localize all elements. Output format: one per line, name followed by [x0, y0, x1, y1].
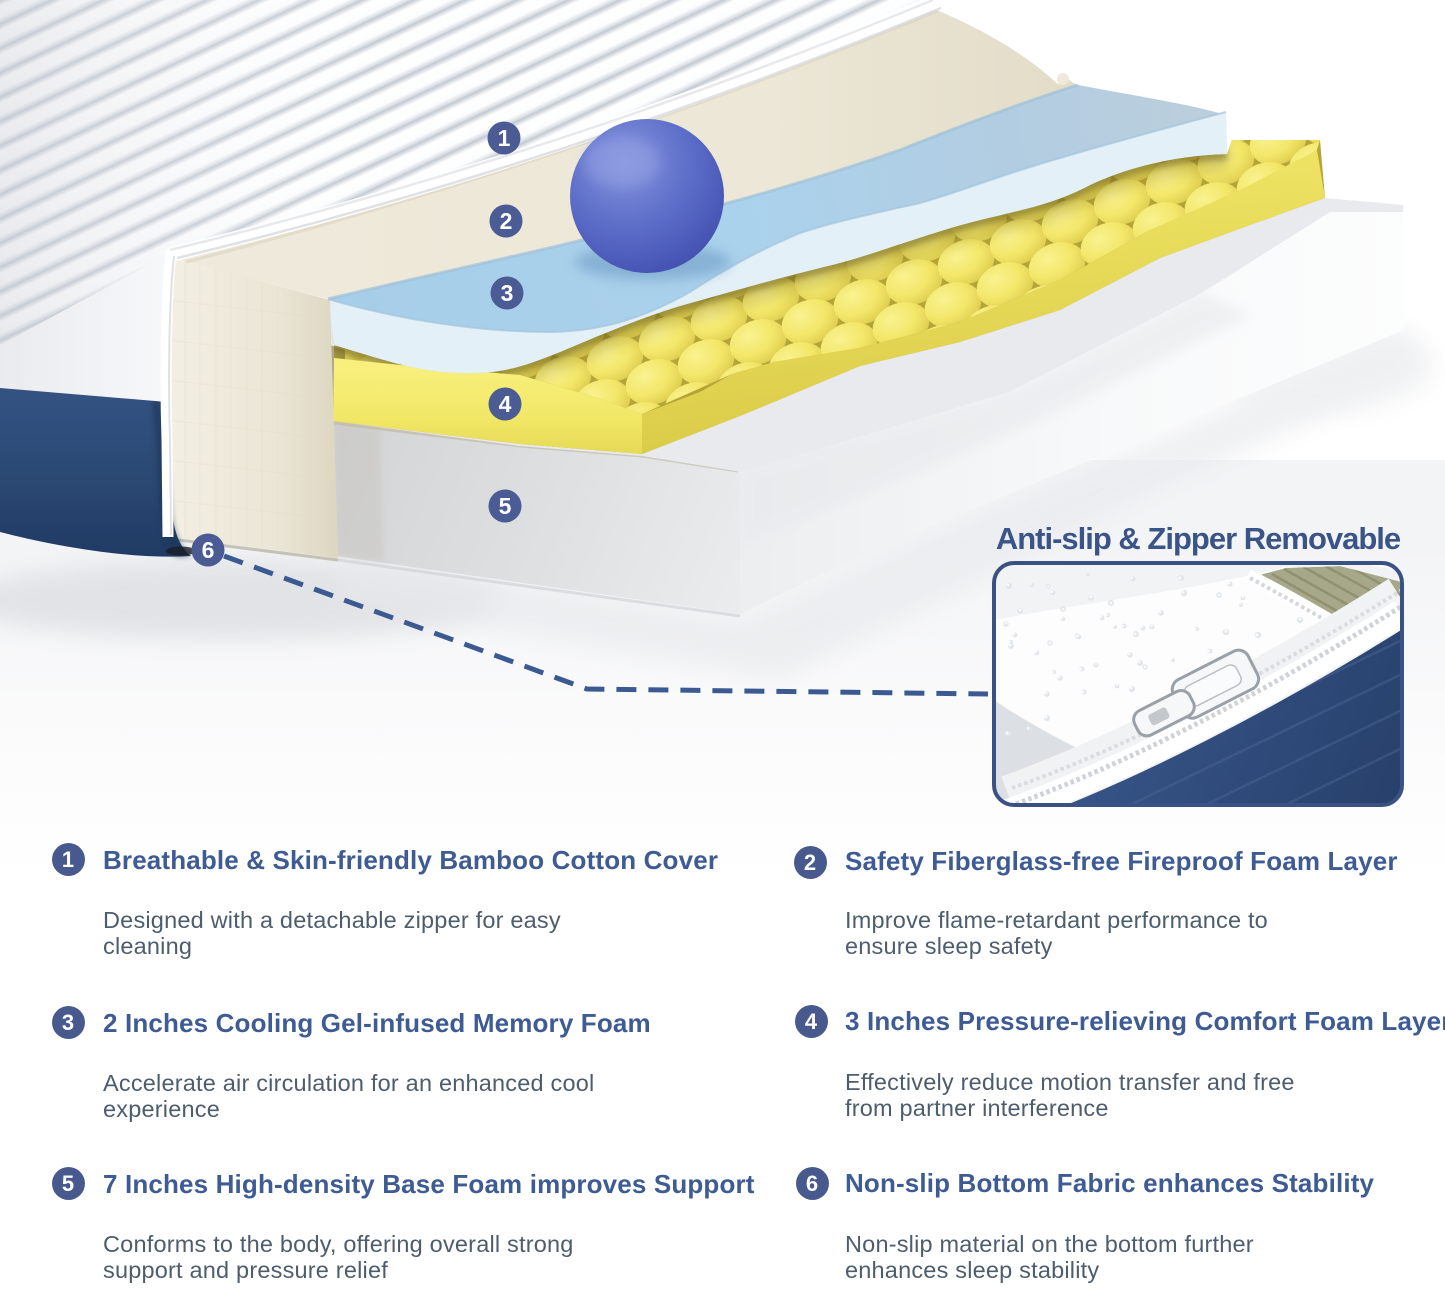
svg-text:2: 2 [500, 208, 513, 234]
svg-text:5: 5 [499, 493, 512, 519]
svg-text:3: 3 [501, 280, 514, 306]
svg-text:4: 4 [499, 391, 512, 417]
svg-text:1: 1 [498, 125, 511, 151]
svg-text:6: 6 [202, 537, 215, 563]
